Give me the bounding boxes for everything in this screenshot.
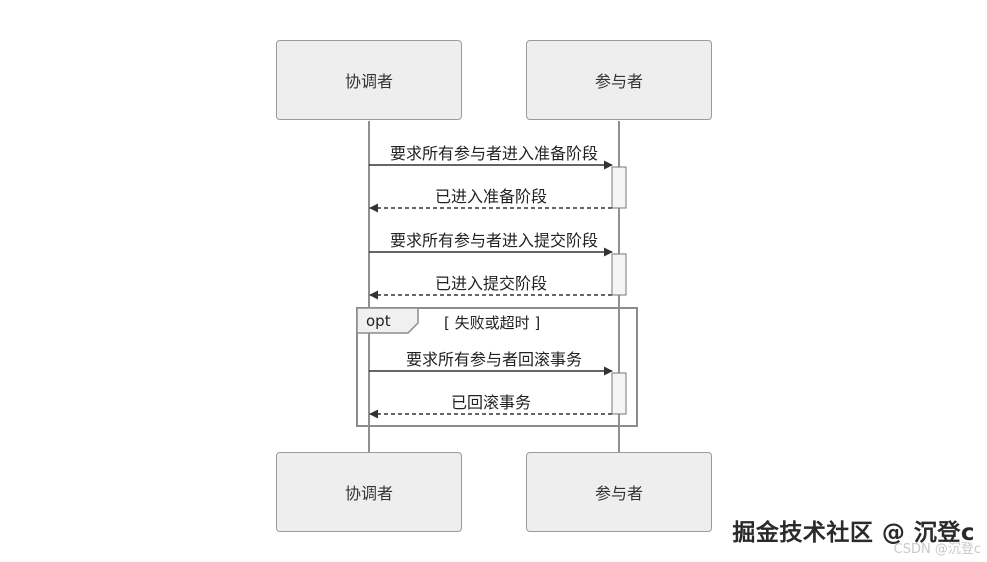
opt-fragment-operator: opt: [366, 312, 391, 330]
participant-box-coordinator-bottom: 协调者: [276, 452, 462, 532]
opt-fragment-condition: [ 失败或超时 ]: [444, 314, 541, 332]
opt-fragment-tab: [356, 307, 419, 334]
participant-label: 协调者: [344, 484, 393, 503]
participant-label: 参与者: [594, 484, 643, 503]
participant-label: 参与者: [594, 72, 643, 91]
participant-box-participant-bottom: 参与者: [526, 452, 712, 532]
message-label: 已进入提交阶段: [434, 274, 548, 293]
participant-box-participant-top: 参与者: [526, 40, 712, 120]
participant-box-coordinator-top: 协调者: [276, 40, 462, 120]
watermark-sub: CSDN @沉登c: [893, 542, 981, 557]
message-label: 要求所有参与者回滚事务: [405, 350, 583, 369]
message-label: 已回滚事务: [450, 393, 532, 412]
message-label: 已进入准备阶段: [434, 187, 548, 206]
activation-bar: [611, 372, 627, 415]
opt-fragment-frame: [356, 307, 638, 427]
participant-label: 协调者: [344, 72, 393, 91]
message-label: 要求所有参与者进入提交阶段: [389, 231, 599, 250]
watermark-main: 掘金技术社区 @ 沉登c: [732, 520, 975, 546]
activation-bar: [611, 253, 627, 296]
message-label: 要求所有参与者进入准备阶段: [389, 144, 599, 163]
activation-bar: [611, 166, 627, 209]
